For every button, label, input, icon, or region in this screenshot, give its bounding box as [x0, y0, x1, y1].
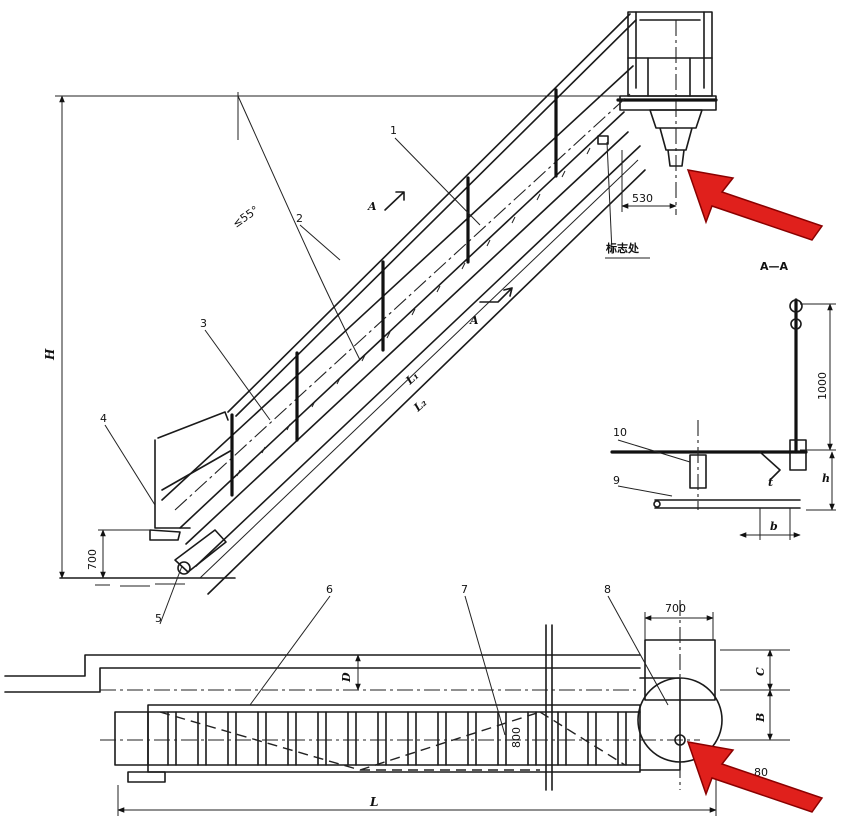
dim-l1-label: L₁ [403, 369, 422, 388]
dim-b-plan-label: B [754, 713, 767, 723]
angle-label: ≤55° [230, 203, 261, 230]
callout-9: 9 [613, 474, 620, 487]
dim-1000-label: 1000 [816, 372, 829, 400]
leader-10 [617, 439, 691, 463]
ladder-treads [167, 711, 627, 766]
dim-l2-label: L₂ [411, 396, 430, 415]
dim-700-base-label: 700 [86, 549, 99, 570]
diagonal-bracing [159, 711, 541, 771]
lower-landing-rail [157, 411, 229, 439]
callout-3: 3 [200, 317, 207, 330]
stringer-bottom [195, 145, 641, 567]
dim-l-label: L [369, 795, 378, 809]
callout-6: 6 [326, 583, 333, 596]
section-stanchion-top [789, 299, 803, 313]
step-ticks [236, 147, 591, 477]
dim-l-ext [117, 770, 717, 816]
roller-wheel [177, 561, 191, 575]
stanchions [230, 88, 558, 497]
section-cut-line [545, 624, 553, 791]
hull-line-inner [4, 667, 641, 693]
callout-4: 4 [100, 412, 107, 425]
section-a-a: A—A 1000 10 9 h t b [610, 260, 836, 540]
note-mark-location: 标志处 [605, 241, 640, 255]
handrail-top [227, 13, 631, 413]
dim-l2-line [207, 169, 646, 595]
leader-9 [617, 485, 673, 497]
dim-530-label: 530 [632, 192, 653, 205]
dim-h-label: H [43, 348, 57, 361]
leader-2 [299, 224, 341, 261]
callout-1: 1 [390, 124, 397, 137]
leader-4 [104, 424, 156, 506]
stringer-lower [185, 131, 629, 545]
leader-7 [464, 595, 506, 736]
dim-h-small-label: h [822, 472, 830, 485]
section-stanchion-joint [790, 318, 802, 330]
section-stanchion-foot [789, 439, 807, 471]
plan-view: D 80 [4, 583, 790, 816]
lower-landing-rail2 [161, 449, 233, 491]
top-platform-base [619, 95, 717, 111]
section-stringer [654, 499, 801, 509]
leader-8 [607, 595, 669, 706]
callout-10: 10 [613, 426, 627, 439]
dim-c-label: C [754, 667, 767, 676]
roller-foot [174, 529, 227, 573]
hull-line-outer [4, 654, 641, 677]
dim-b-ext [759, 508, 791, 540]
mark-square [597, 135, 609, 145]
top-platform-plan [644, 639, 716, 701]
dim-700-top-ext [644, 612, 714, 640]
dim-b-label: b [770, 520, 778, 533]
section-arrow-upper [384, 191, 405, 211]
dim-t-label: t [768, 476, 773, 489]
dim-cb-ext [720, 649, 790, 741]
dim-d-label: D [340, 672, 353, 683]
stringer-centerline [174, 93, 631, 511]
section-title: A—A [760, 260, 789, 273]
red-arrow-upper [686, 169, 824, 241]
annotation-arrows [686, 169, 824, 813]
dim-700-top-label: 700 [665, 602, 686, 615]
section-bracket [759, 451, 781, 481]
leader-mark [606, 141, 613, 253]
dim-1000-ext [800, 303, 836, 451]
leader-3 [204, 329, 271, 421]
dim-800-label: 800 [510, 727, 523, 748]
pivot-bracket [649, 109, 703, 167]
lower-landing-plate [149, 529, 181, 541]
section-bolt [653, 500, 661, 508]
dim-l1-line [199, 159, 639, 579]
lower-landing-post [154, 439, 191, 529]
ladder-lower-platform [114, 711, 149, 766]
leader-5 [159, 565, 183, 625]
section-arrow-lower [479, 287, 513, 303]
callout-2: 2 [296, 212, 303, 225]
side-elevation: H ≤55° 530 700 L₁ L₂ A A 标志处 1 2 3 4 5 [43, 11, 718, 625]
handrail-top-inner [235, 19, 637, 417]
section-mark-a-lower: A [469, 314, 479, 327]
callout-5: 5 [155, 612, 162, 625]
ground-hatch [95, 583, 185, 587]
angle-arc [237, 95, 361, 361]
top-platform-frame [627, 11, 713, 97]
section-part-10 [689, 454, 707, 489]
diagonal-bracing-2 [539, 711, 626, 766]
section-mark-a-upper: A [367, 200, 377, 213]
leader-1 [394, 137, 481, 226]
ladder-roller-box [127, 771, 166, 783]
top-platform-posts [647, 57, 691, 97]
top-platform-rails [627, 11, 713, 89]
leader-6 [249, 595, 331, 706]
red-arrow-lower [686, 741, 824, 813]
callout-8: 8 [604, 583, 611, 596]
callout-7: 7 [461, 583, 468, 596]
stringer-upper [179, 111, 625, 529]
